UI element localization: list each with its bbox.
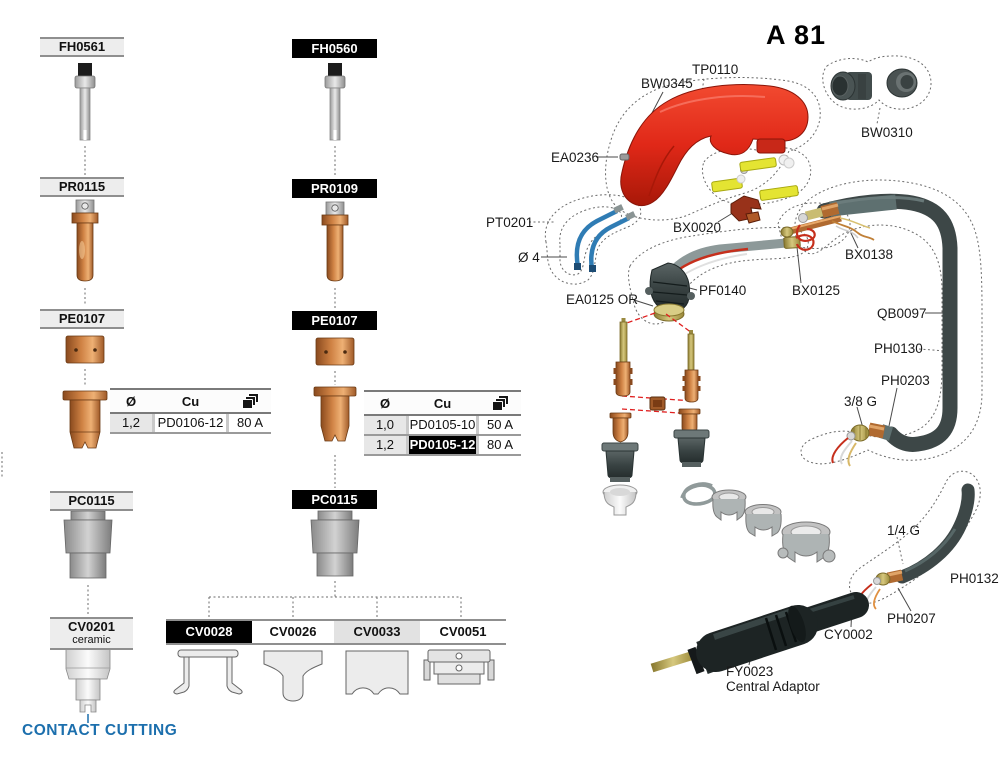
part-label-cv0026: CV0026 — [252, 621, 334, 643]
table-row: 1,2 PD0105-12 80 A — [364, 436, 521, 456]
ceramic-shield-drawing — [602, 484, 638, 516]
label-bw0345: BW0345 — [641, 76, 693, 91]
cell-amperage: 50 A — [479, 416, 521, 434]
cell-amperage: 80 A — [229, 414, 271, 432]
part-label-cv0033: CV0033 — [334, 621, 420, 643]
label-bx0020: BX0020 — [673, 220, 722, 235]
contact-cutting-caption: CONTACT CUTTING — [22, 722, 178, 739]
label-cy0002: CY0002 — [824, 627, 873, 642]
col-diameter: Ø — [125, 393, 137, 409]
dotted-outlines — [544, 55, 983, 604]
guide-cv0033-drawing — [345, 650, 409, 695]
switch-parts-drawing — [711, 157, 799, 201]
label-bw0310: BW0310 — [861, 125, 913, 140]
electrodes-drawing — [613, 318, 701, 403]
part-label-cv0201: CV0201 ceramic — [50, 617, 133, 650]
cv-accessory-row: CV0028 CV0026 CV0033 CV0051 — [166, 619, 506, 645]
part-label-pc0115-left: PC0115 — [50, 491, 133, 511]
nozzle-spec-table-pd0105: Ø Cu 1,0 PD0105-10 50 A 1,2 PD0105-12 80… — [364, 390, 521, 456]
label-ea0236: EA0236 — [551, 150, 600, 165]
central-adaptor-fy0023-drawing — [650, 605, 818, 675]
part-label-fh0561: FH0561 — [40, 37, 124, 57]
part-label-pe0107-left: PE0107 — [40, 309, 124, 329]
part-label-pr0109: PR0109 — [292, 179, 377, 198]
nozzle-pd0105-drawing — [313, 386, 357, 488]
part-number: CV0201 — [68, 619, 115, 634]
label-ea0125-or: EA0125 OR — [566, 292, 639, 307]
label-fy0023: FY0023 Central Adaptor — [726, 664, 820, 694]
page-title: A 81 — [766, 20, 827, 50]
label-thread-3-8-g: 3/8 G — [844, 394, 878, 409]
label-ph0130: PH0130 — [874, 341, 923, 356]
label-ph0132: PH0132 — [950, 571, 999, 586]
table-header: Ø Cu — [110, 388, 271, 414]
table-row: 1,2 PD0106-12 80 A — [110, 414, 271, 434]
pages-icon — [241, 393, 259, 409]
spacer-pe0107-left-drawing — [65, 335, 105, 387]
guide-cv0026-drawing — [263, 650, 323, 702]
label-tp0110: TP0110 — [692, 62, 739, 77]
label-bx0138: BX0138 — [845, 247, 894, 262]
table-row: 1,0 PD0105-10 50 A — [364, 416, 521, 436]
label-ph0207: PH0207 — [887, 611, 936, 626]
cup-pc0115-left-drawing — [63, 510, 113, 616]
guide-cv0051-drawing — [423, 649, 495, 685]
ceramic-cup-cv0201-drawing — [65, 648, 111, 723]
label-thread-1-4-g: 1/4 G — [887, 523, 921, 538]
table-header: Ø Cu — [364, 390, 521, 416]
cell-diameter: 1,2 — [364, 436, 406, 454]
cell-part-number: PD0105-10 — [409, 416, 476, 434]
col-material: Cu — [433, 395, 452, 411]
pages-icon — [491, 395, 509, 411]
label-diameter-4: Ø 4 — [518, 250, 540, 265]
part-description: Central Adaptor — [726, 679, 820, 694]
electrode-fh0560-drawing — [324, 63, 346, 177]
hose-qb0097-drawing — [795, 193, 958, 467]
part-label-fh0560: FH0560 — [292, 39, 377, 58]
torch-head-pf0140-drawing — [645, 236, 801, 322]
tubes-pt0201-drawing — [574, 204, 636, 272]
part-material: ceramic — [72, 634, 111, 646]
bushings-bw0310-drawing — [830, 68, 918, 101]
retaining-cups-drawing — [601, 429, 710, 482]
col-diameter: Ø — [379, 395, 391, 411]
nozzle-pd0106-drawing — [62, 390, 108, 449]
clip-cv0028-drawing — [173, 649, 243, 695]
label-qb0097: QB0097 — [877, 306, 927, 321]
cup-pc0115-right-drawing — [310, 510, 360, 577]
shield-cups-drawing — [711, 489, 836, 563]
wires-bx0138-drawing — [831, 217, 875, 241]
cell-part-number: PD0105-12 — [409, 436, 476, 454]
branch-connectors — [1, 452, 462, 618]
part-label-pe0107-right: PE0107 — [292, 311, 377, 330]
swirl-ring-drawing — [649, 396, 666, 411]
part-label-pr0115: PR0115 — [40, 177, 124, 197]
trigger-bx0020-drawing — [730, 195, 762, 224]
label-bx0125: BX0125 — [792, 283, 841, 298]
cell-part-number: PD0106-12 — [155, 414, 226, 432]
part-label-pc0115-right: PC0115 — [292, 490, 377, 509]
electrode-pr0109-drawing — [321, 201, 349, 308]
cell-amperage: 80 A — [479, 436, 521, 454]
nozzle-spec-table-pd0106: Ø Cu 1,2 PD0106-12 80 A — [110, 388, 271, 434]
electrode-fh0561-drawing — [74, 63, 96, 175]
electrode-pr0115-drawing — [71, 199, 99, 306]
cell-diameter: 1,2 — [110, 414, 152, 432]
part-label-cv0028: CV0028 — [166, 621, 252, 643]
col-material: Cu — [181, 393, 200, 409]
hose-ph0132-drawing — [857, 483, 975, 610]
cell-diameter: 1,0 — [364, 416, 406, 434]
part-label-cv0051: CV0051 — [420, 621, 506, 643]
label-ph0203: PH0203 — [881, 373, 930, 388]
spring-drawing — [680, 482, 717, 506]
part-number: FY0023 — [726, 664, 774, 679]
label-pf0140: PF0140 — [699, 283, 747, 298]
spacer-pe0107-right-drawing — [315, 337, 355, 385]
label-pt0201: PT0201 — [486, 215, 534, 230]
torch-handle-drawing — [619, 84, 809, 207]
